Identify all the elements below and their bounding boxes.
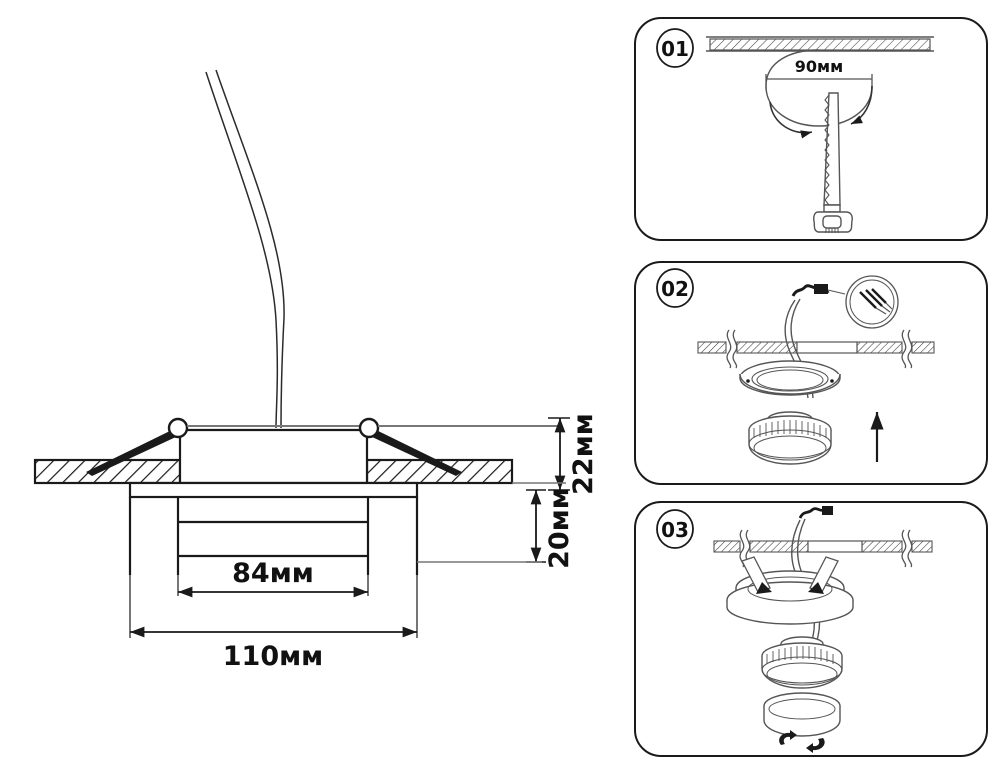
panel-01-hole-outline bbox=[765, 49, 873, 127]
panel-02-terminal-block bbox=[791, 284, 846, 297]
panel-01-badge: 01 bbox=[656, 28, 694, 68]
panel-01-number: 01 bbox=[661, 37, 689, 61]
step-panel-01: 01 90мм bbox=[634, 17, 988, 241]
svg-text:22мм: 22мм bbox=[568, 413, 599, 495]
panel-02-ceiling-slab bbox=[697, 329, 935, 369]
dim-22-value: 22мм bbox=[568, 413, 599, 495]
panel-03-rotate-arrows bbox=[779, 730, 825, 753]
panel-03-badge: 03 bbox=[656, 509, 694, 549]
panel-03-lamp-module bbox=[761, 636, 843, 689]
main-cross-section-view: 84мм 110мм 22мм bbox=[33, 69, 599, 672]
panel-03-diffuser-ring bbox=[763, 692, 841, 737]
panel-01-saw-tool bbox=[813, 92, 853, 233]
fixture-body bbox=[178, 428, 369, 485]
power-cable bbox=[205, 69, 285, 429]
dimension-total-height: 22мм bbox=[512, 413, 599, 495]
step-panel-03: 03 bbox=[634, 501, 988, 757]
panel-02-mounting-ring bbox=[739, 360, 841, 396]
panel-03-knurl bbox=[766, 646, 834, 664]
panel-02-lamp-module bbox=[748, 411, 832, 465]
step-panel-02: 02 bbox=[634, 261, 988, 485]
panel-03-number: 03 bbox=[661, 518, 689, 542]
dimension-body-depth: 20мм bbox=[417, 487, 575, 569]
panel-02-number: 02 bbox=[661, 277, 689, 301]
svg-text:84мм: 84мм bbox=[232, 558, 314, 589]
dim-20-value: 20мм bbox=[544, 487, 575, 569]
panel-03-ceiling-slab bbox=[713, 529, 933, 568]
panel-03-clip-arrow-right bbox=[808, 556, 839, 594]
svg-text:110мм: 110мм bbox=[223, 641, 324, 672]
panel-03-border bbox=[634, 501, 988, 757]
dim-110-value: 110мм bbox=[223, 641, 324, 672]
panel-01-cut-arrow bbox=[769, 85, 873, 139]
panel-01-border bbox=[634, 17, 988, 241]
spring-clip-left bbox=[86, 417, 367, 476]
ceiling-panel bbox=[33, 458, 514, 485]
panel-02-knurl bbox=[753, 420, 827, 438]
panel-02-badge: 02 bbox=[656, 268, 694, 308]
dim-90-value: 90мм bbox=[795, 57, 843, 76]
spring-clip-right bbox=[358, 417, 560, 476]
dimension-inner-diameter: 84мм bbox=[177, 556, 369, 598]
dim-84-value: 84мм bbox=[232, 558, 314, 589]
panel-01-ceiling-slab bbox=[706, 36, 934, 52]
panel-02-break-marks bbox=[726, 329, 913, 369]
panel-03-housing bbox=[726, 570, 854, 625]
dimension-outer-diameter: 110мм bbox=[129, 497, 418, 672]
svg-text:20мм: 20мм bbox=[544, 487, 575, 569]
panel-03-terminal-block bbox=[798, 506, 833, 519]
panel-02-magnifier-circle bbox=[845, 275, 899, 329]
panel-03-clip-arrow-left bbox=[741, 556, 772, 594]
svg-text:90мм: 90мм bbox=[795, 57, 843, 76]
trim-ring bbox=[128, 481, 419, 499]
